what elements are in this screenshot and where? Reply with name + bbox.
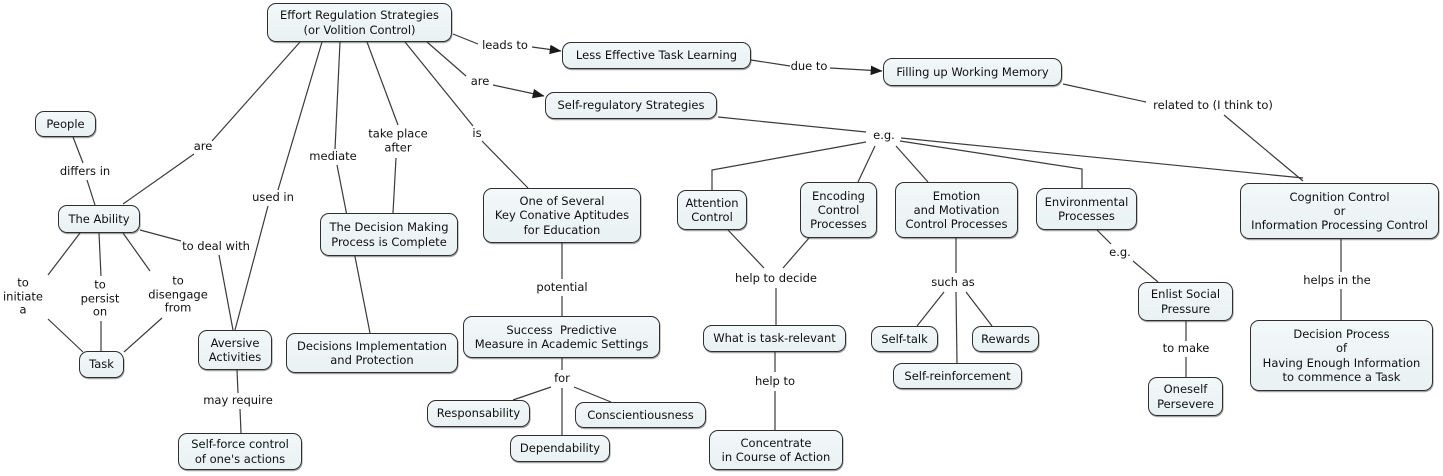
edge-such-as--self-reinforcement — [955, 291, 958, 364]
link-label-help-to[interactable]: help to — [754, 374, 796, 389]
concept-node-success-predictive[interactable]: Success Predictive Measure in Academic S… — [463, 316, 660, 358]
concept-node-aversive-activities[interactable]: Aversive Activities — [198, 330, 272, 370]
edge-differs-in--the-ability — [86, 179, 96, 206]
link-label-may-require[interactable]: may require — [203, 393, 273, 408]
concept-node-less-effective[interactable]: Less Effective Task Learning — [562, 42, 751, 69]
link-label-helps-in-the[interactable]: helps in the — [1303, 273, 1371, 288]
edge-effort--are-top — [426, 41, 467, 77]
edge-the-ability--to-initiate-a — [47, 232, 81, 276]
edge-for--conscientiousness — [573, 386, 612, 403]
link-label-eg-1[interactable]: e.g. — [873, 128, 895, 143]
link-label-are-left[interactable]: are — [193, 139, 213, 154]
link-label-to-make[interactable]: to make — [1162, 341, 1210, 356]
concept-node-dependability[interactable]: Dependability — [510, 435, 610, 462]
link-label-used-in[interactable]: used in — [252, 190, 294, 205]
concept-node-conscientiousness[interactable]: Conscientiousness — [575, 402, 706, 428]
edge-is--one-of-several — [481, 140, 529, 189]
edge-to-deal-with--aversive-activities — [218, 254, 234, 331]
edge-the-ability--to-disengage-from — [122, 232, 151, 272]
concept-node-emotion-motivation[interactable]: Emotion and Motivation Control Processes — [895, 182, 1018, 238]
link-label-take-place-after[interactable]: take place after — [368, 126, 428, 154]
edge-effort--is — [404, 41, 474, 127]
concept-node-enlist-social[interactable]: Enlist Social Pressure — [1138, 282, 1233, 321]
link-label-for[interactable]: for — [554, 371, 570, 386]
edge-take-place-after--decision-making — [392, 157, 397, 214]
edge-eg-1--attention-control — [711, 141, 867, 190]
edge-filling-up--related-to — [1062, 83, 1147, 103]
concept-node-oneself-persevere[interactable]: Oneself Persevere — [1148, 377, 1223, 416]
concept-node-environmental[interactable]: Environmental Processes — [1036, 188, 1137, 230]
link-label-due-to[interactable]: due to — [790, 59, 828, 74]
edge-effort--used-in — [277, 41, 323, 191]
link-label-eg-2[interactable]: e.g. — [1109, 245, 1131, 260]
edge-self-regulatory--eg-1 — [717, 116, 867, 133]
edge-encoding-control--help-to-decide — [782, 237, 810, 269]
edge-may-require--self-force — [239, 408, 242, 434]
edge-due-to--filling-up — [829, 65, 883, 76]
edge-eg-1--encoding-control — [857, 145, 876, 183]
edge-eg-1--cognition-control — [900, 137, 1304, 179]
edge-used-in--aversive-activities — [234, 205, 269, 331]
edge-effort--are-left — [211, 41, 301, 142]
link-label-potential[interactable]: potential — [536, 280, 588, 295]
link-label-related-to[interactable]: related to (I think to) — [1153, 98, 1273, 113]
concept-node-cognition-control[interactable]: Cognition Control or Information Process… — [1240, 183, 1439, 239]
edge-such-as--rewards — [965, 291, 993, 327]
edge-to-initiate-a--task — [47, 318, 84, 353]
concept-node-responsability[interactable]: Responsability — [427, 400, 530, 427]
edge-eg-1--emotion-motivation — [895, 145, 929, 183]
edge-eg-2--enlist-social — [1132, 260, 1159, 283]
link-label-differs-in[interactable]: differs in — [59, 164, 111, 179]
link-label-to-persist-on[interactable]: to persist on — [80, 277, 120, 319]
edge-such-as--self-talk — [916, 291, 945, 327]
edge-effort--leads-to — [452, 33, 479, 45]
concept-node-decision-making[interactable]: The Decision Making Process is Complete — [320, 213, 458, 256]
concept-node-decisions-implementation[interactable]: Decisions Implementation and Protection — [286, 333, 458, 373]
concept-node-encoding-control[interactable]: Encoding Control Processes — [800, 182, 877, 238]
concept-node-task[interactable]: Task — [79, 351, 124, 378]
concept-node-self-reinforcement[interactable]: Self-reinforcement — [893, 363, 1022, 389]
link-label-to-deal-with[interactable]: to deal with — [182, 239, 250, 254]
link-label-leads-to[interactable]: leads to — [482, 38, 528, 53]
concept-node-filling-up[interactable]: Filling up Working Memory — [883, 58, 1062, 86]
concept-node-people[interactable]: People — [35, 111, 96, 137]
edge-effort--take-place-after — [366, 41, 399, 126]
link-label-mediate[interactable]: mediate — [309, 149, 357, 164]
edge-are-left--the-ability — [122, 153, 195, 205]
edge-aversive-activities--may-require — [236, 369, 239, 394]
edge-are-top--self-regulatory — [492, 84, 545, 99]
edge-the-ability--to-persist-on — [98, 232, 102, 277]
concept-node-attention-control[interactable]: Attention Control — [677, 190, 747, 230]
edge-leads-to--less-effective — [531, 44, 562, 55]
edge-the-ability--to-deal-with — [139, 229, 182, 242]
edge-less-effective--due-to — [750, 59, 791, 67]
concept-node-the-ability[interactable]: The Ability — [58, 205, 140, 233]
concept-node-concentrate[interactable]: Concentrate in Course of Action — [709, 430, 843, 470]
concept-node-self-talk[interactable]: Self-talk — [871, 326, 938, 352]
concept-node-rewards[interactable]: Rewards — [972, 326, 1039, 352]
concept-node-what-is-task-relevant[interactable]: What is task-relevant — [703, 325, 846, 352]
link-label-are-top[interactable]: are — [470, 74, 490, 89]
edge-effort--mediate — [334, 41, 341, 150]
concept-node-effort[interactable]: Effort Regulation Strategies (or Volitio… — [267, 3, 452, 42]
edge-attention-control--help-to-decide — [727, 229, 765, 269]
link-label-is[interactable]: is — [472, 126, 482, 141]
edge-related-to--cognition-control — [1223, 114, 1304, 182]
edge-eg-1--environmental — [899, 140, 1083, 188]
link-label-to-initiate-a[interactable]: to initiate a — [2, 275, 44, 317]
link-label-help-to-decide[interactable]: help to decide — [735, 271, 817, 286]
edge-environmental--eg-2 — [1096, 229, 1112, 245]
concept-node-decision-process[interactable]: Decision Process of Having Enough Inform… — [1250, 320, 1433, 391]
concept-node-one-of-several[interactable]: One of Several Key Conative Aptitudes fo… — [483, 188, 641, 243]
edge-for--responsability — [512, 386, 552, 401]
link-label-to-disengage-from[interactable]: to disengage from — [148, 273, 208, 315]
edge-people--differs-in — [72, 136, 84, 164]
link-label-such-as[interactable]: such as — [931, 275, 975, 290]
concept-node-self-force[interactable]: Self-force control of one's actions — [178, 433, 302, 470]
edge-to-disengage-from--task — [123, 317, 163, 353]
concept-node-self-regulatory[interactable]: Self-regulatory Strategies — [545, 92, 717, 119]
